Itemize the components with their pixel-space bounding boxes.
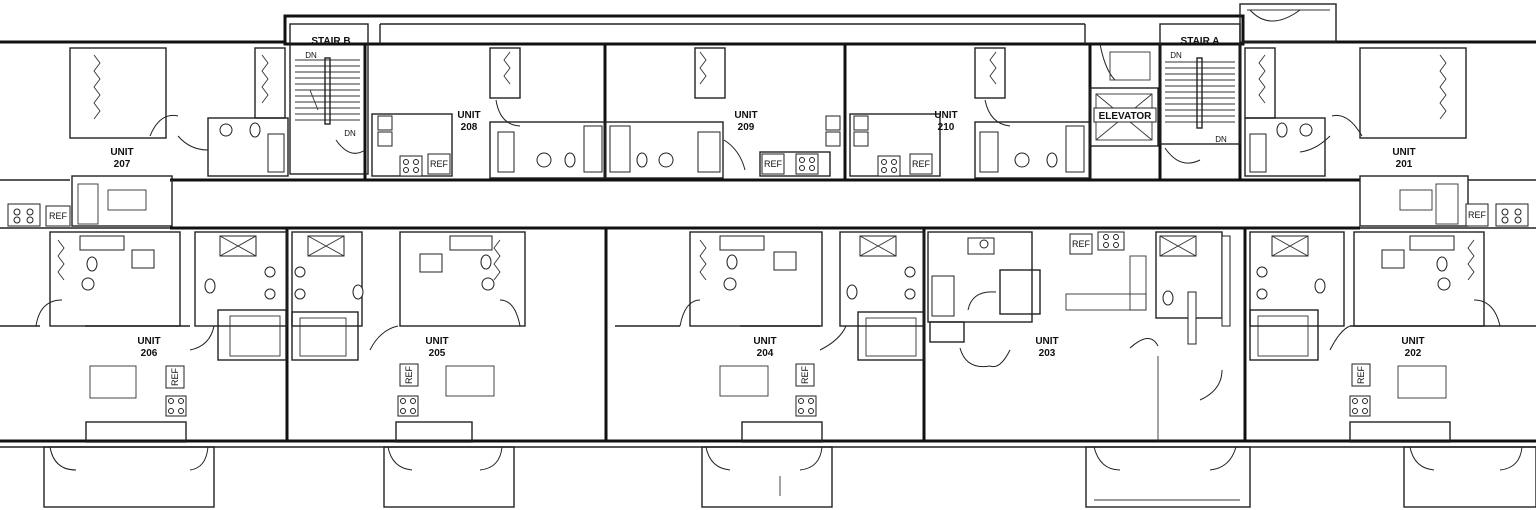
svg-text:UNIT: UNIT — [734, 110, 757, 121]
ref-202: REF — [1356, 365, 1366, 384]
elevator: ELEVATOR — [1089, 43, 1159, 147]
svg-text:UNIT: UNIT — [934, 110, 957, 121]
svg-text:208: 208 — [461, 122, 478, 133]
ref-208: REF — [430, 159, 449, 169]
ref-210: REF — [912, 159, 931, 169]
ref-207: REF — [49, 211, 68, 221]
unit-label-207: UNIT 207 — [110, 147, 133, 170]
svg-text:UNIT: UNIT — [110, 147, 133, 158]
ref-203: REF — [1072, 239, 1091, 249]
svg-text:206: 206 — [141, 348, 158, 359]
svg-text:UNIT: UNIT — [1035, 336, 1058, 347]
stair-b-down-1: DN — [305, 51, 317, 60]
svg-text:201: 201 — [1396, 159, 1413, 170]
svg-text:UNIT: UNIT — [753, 336, 776, 347]
stair-b-label: STAIR B — [311, 36, 350, 47]
svg-text:UNIT: UNIT — [1392, 147, 1415, 158]
ref-206: REF — [170, 367, 180, 386]
unit-label-204: UNIT 204 — [753, 336, 776, 359]
svg-text:UNIT: UNIT — [425, 336, 448, 347]
svg-text:210: 210 — [938, 122, 955, 133]
svg-text:UNIT: UNIT — [457, 110, 480, 121]
svg-text:UNIT: UNIT — [137, 336, 160, 347]
unit-label-210: UNIT 210 — [934, 110, 957, 133]
elevator-label: ELEVATOR — [1099, 111, 1153, 122]
ref-209: REF — [764, 159, 783, 169]
svg-text:203: 203 — [1039, 348, 1056, 359]
building-walls — [0, 3, 1536, 448]
unit-labels: UNIT 207 UNIT 208 UNIT 209 UNIT 210 UNIT… — [110, 110, 1424, 359]
unit-label-203: UNIT 203 — [1035, 336, 1058, 359]
stair-a-label: STAIR A — [1181, 36, 1220, 47]
stair-a: STAIR A DN DN — [1159, 23, 1241, 164]
unit-label-202: UNIT 202 — [1401, 336, 1424, 359]
svg-text:204: 204 — [757, 348, 774, 359]
unit-label-209: UNIT 209 — [734, 110, 757, 133]
unit-label-206: UNIT 206 — [137, 336, 160, 359]
svg-text:202: 202 — [1405, 348, 1422, 359]
unit-label-208: UNIT 208 — [457, 110, 480, 133]
stair-b-down-2: DN — [344, 129, 356, 138]
ref-204: REF — [800, 365, 810, 384]
unit-label-201: UNIT 201 — [1392, 147, 1415, 170]
north-units-detail: REF REF REF — [7, 47, 1529, 227]
stair-a-down-2: DN — [1215, 135, 1227, 144]
south-balconies — [43, 446, 1536, 508]
svg-text:209: 209 — [738, 122, 755, 133]
ref-201: REF — [1468, 210, 1487, 220]
svg-text:207: 207 — [114, 159, 131, 170]
south-units-detail: REF REF — [35, 231, 1501, 443]
ref-205: REF — [404, 365, 414, 384]
stair-a-down-1: DN — [1170, 51, 1182, 60]
svg-text:UNIT: UNIT — [1401, 336, 1424, 347]
svg-text:205: 205 — [429, 348, 446, 359]
stair-b: STAIR B DN DN — [289, 23, 369, 175]
unit-label-205: UNIT 205 — [425, 336, 448, 359]
